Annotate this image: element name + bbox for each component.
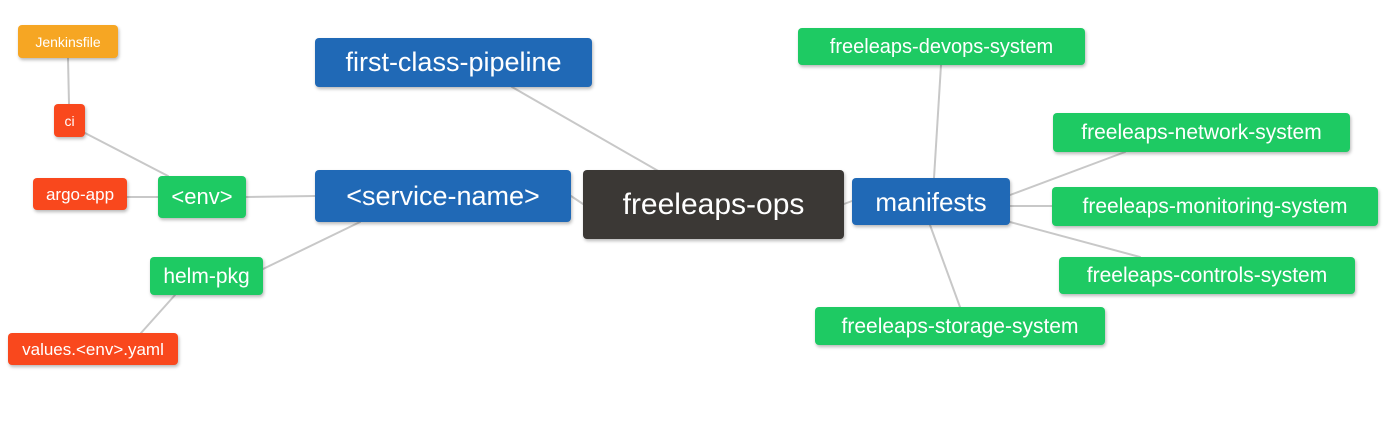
node-monitoring[interactable]: freeleaps-monitoring-system [1052, 187, 1378, 226]
edge-root-to-manifests [843, 200, 853, 205]
edge-root-to-service [570, 195, 584, 205]
node-controls[interactable]: freeleaps-controls-system [1059, 257, 1355, 294]
node-argo[interactable]: argo-app [33, 178, 127, 210]
node-env[interactable]: <env> [158, 176, 246, 218]
edge-manifests-to-devops [933, 64, 942, 179]
edge-root-to-pipeline [511, 86, 661, 173]
node-root[interactable]: freeleaps-ops [583, 170, 844, 239]
node-ci[interactable]: ci [54, 104, 85, 137]
edge-service-to-helm [262, 221, 361, 270]
edge-helm-to-values [140, 294, 176, 334]
node-manifests[interactable]: manifests [852, 178, 1010, 225]
node-network[interactable]: freeleaps-network-system [1053, 113, 1350, 152]
edge-ci-to-jenkins [67, 57, 70, 105]
edge-manifests-to-storage [929, 224, 961, 308]
node-service[interactable]: <service-name> [315, 170, 571, 222]
edge-env-to-ci [84, 132, 169, 177]
edge-manifests-to-controls [1009, 221, 1141, 258]
node-pipeline[interactable]: first-class-pipeline [315, 38, 592, 87]
node-values[interactable]: values.<env>.yaml [8, 333, 178, 365]
edge-service-to-env [245, 195, 316, 198]
node-devops[interactable]: freeleaps-devops-system [798, 28, 1085, 65]
node-helm[interactable]: helm-pkg [150, 257, 263, 295]
node-jenkins[interactable]: Jenkinsfile [18, 25, 118, 58]
node-storage[interactable]: freeleaps-storage-system [815, 307, 1105, 345]
